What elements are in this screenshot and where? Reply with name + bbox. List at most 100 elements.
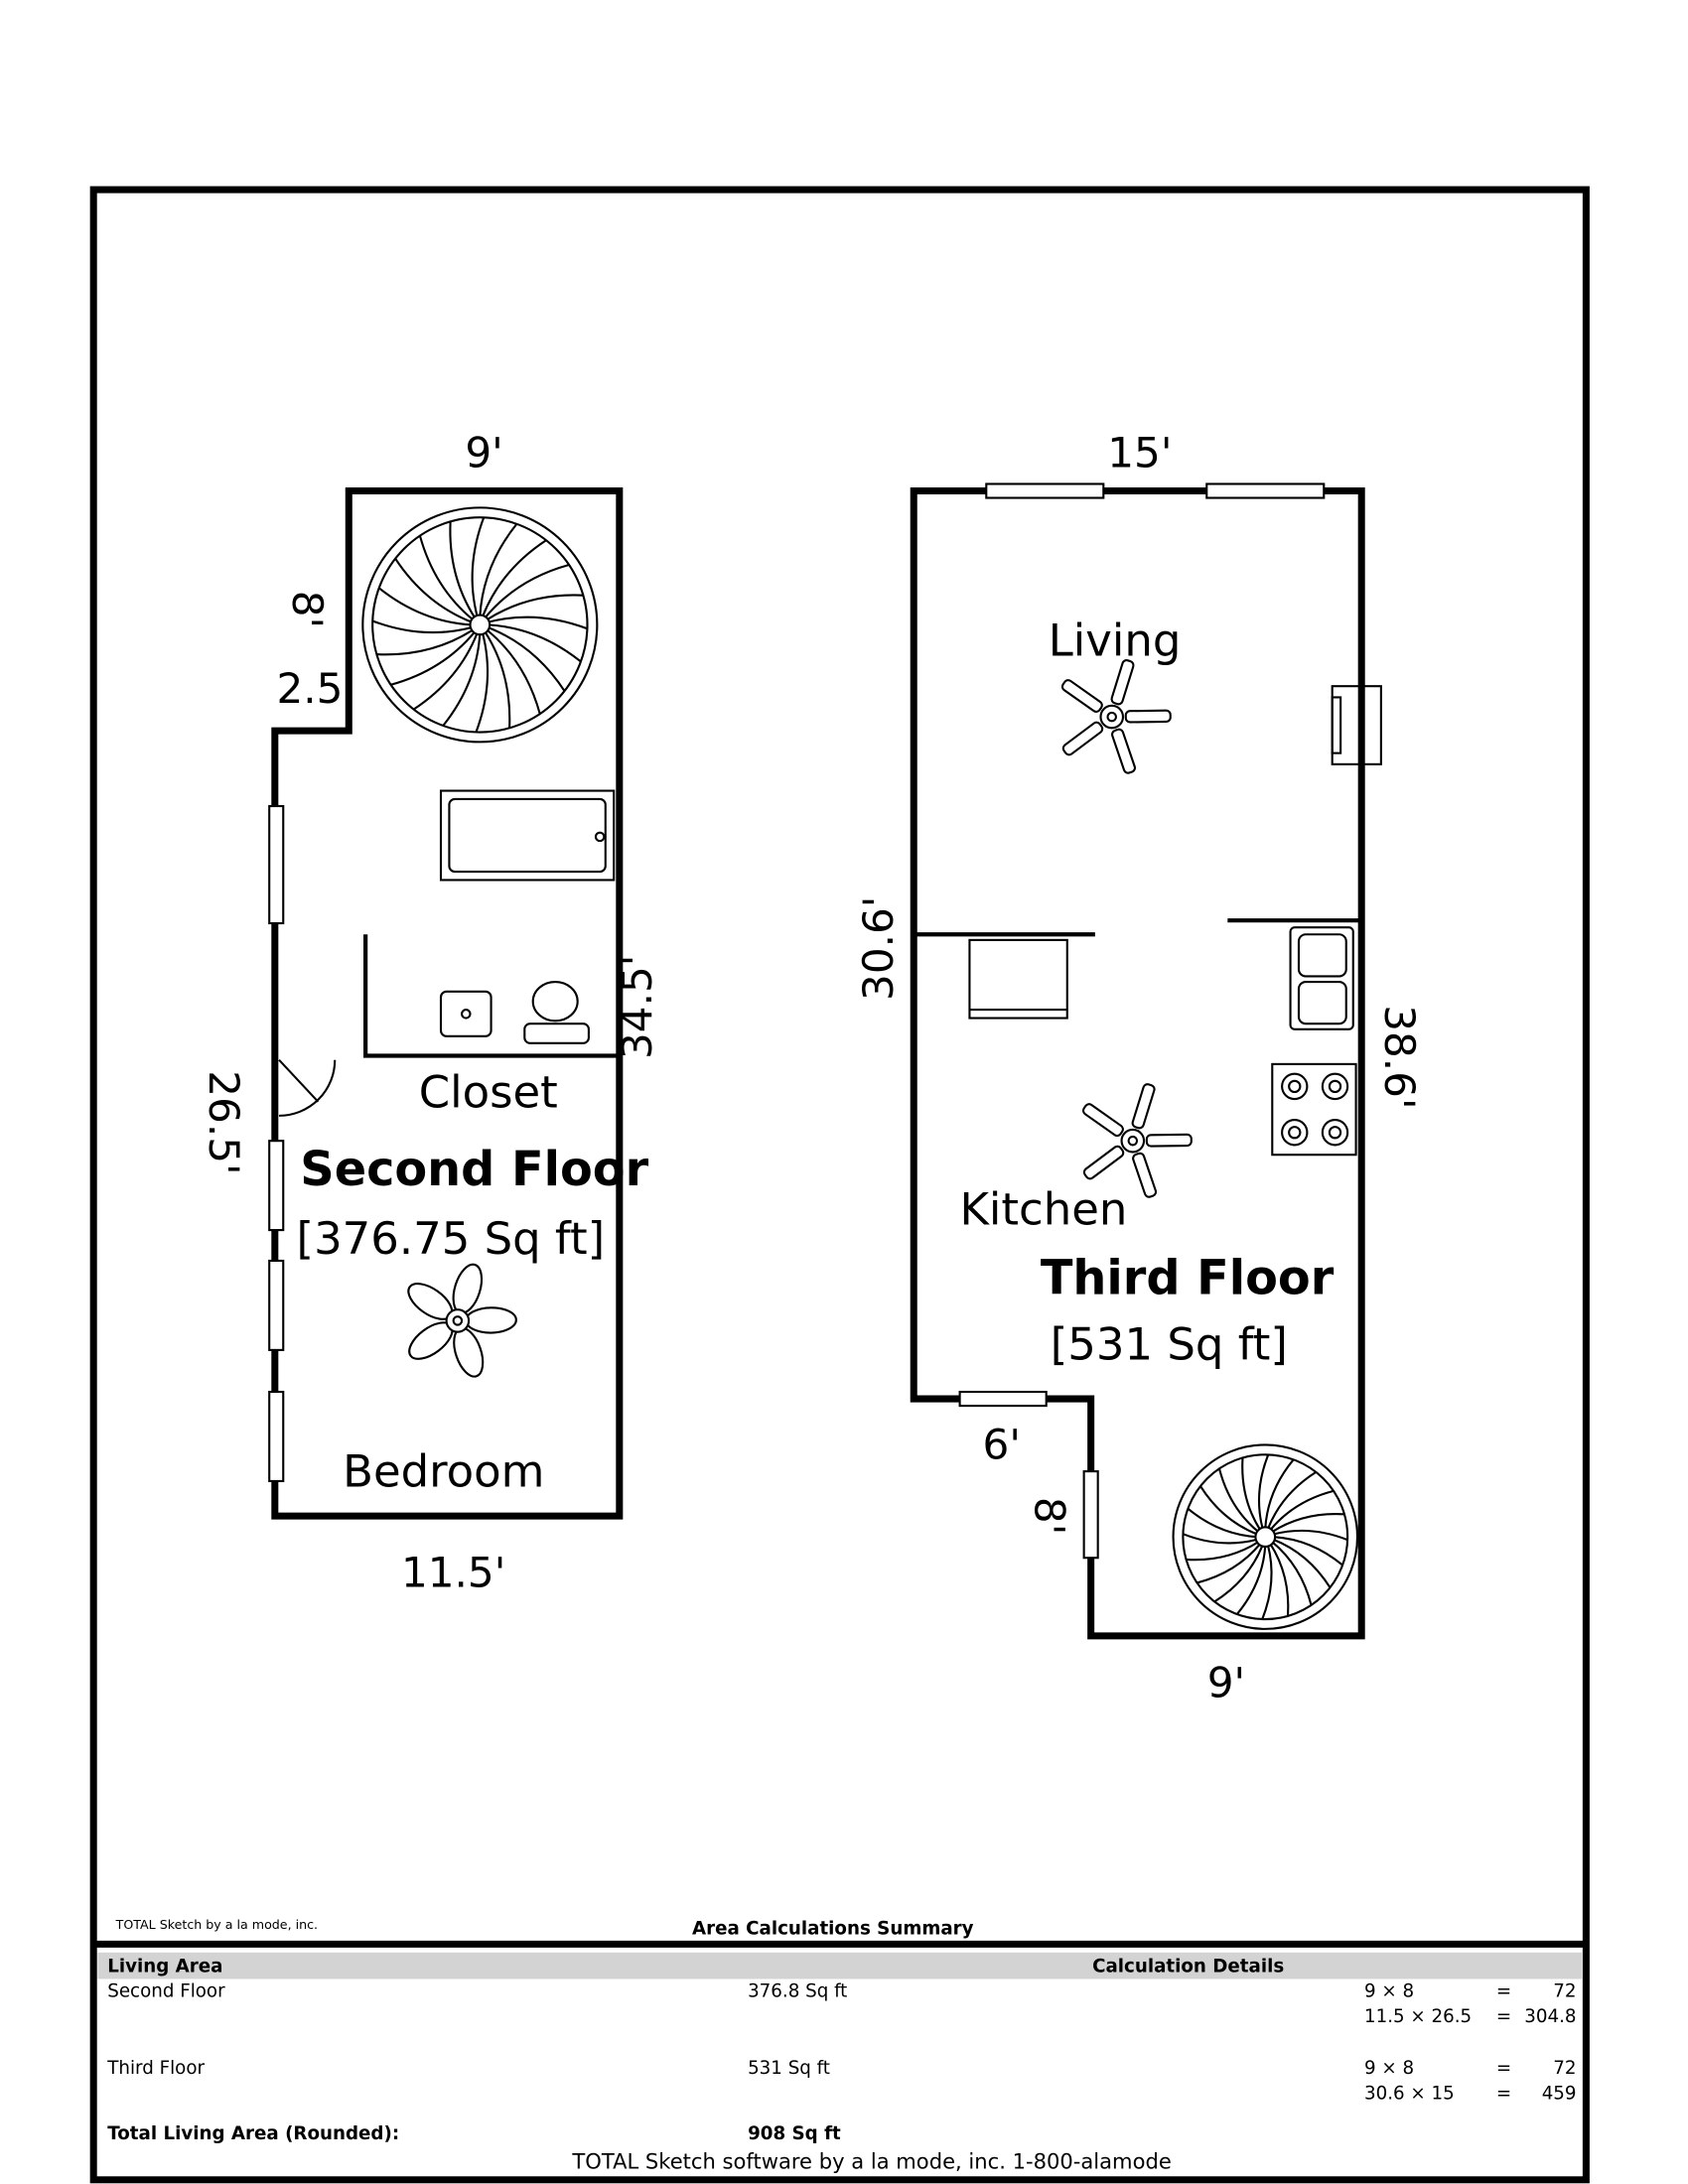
stair-tread bbox=[378, 587, 472, 626]
stair-tread bbox=[479, 523, 518, 617]
row-name: Second Floor bbox=[107, 1981, 225, 2002]
stair-tread bbox=[486, 628, 541, 715]
stair-post bbox=[1254, 1526, 1277, 1549]
fan-center bbox=[1106, 711, 1117, 723]
stair-tread bbox=[1187, 1507, 1257, 1539]
dim-right: 34.5' bbox=[613, 955, 661, 1059]
dim-top: 9' bbox=[465, 429, 502, 478]
calc-expr: 11.5 × 26.5 bbox=[1364, 2006, 1472, 2027]
stair-outline bbox=[1172, 1443, 1359, 1630]
toilet-icon bbox=[523, 980, 590, 1044]
row-name: Third Floor bbox=[106, 2058, 205, 2079]
fan-blade bbox=[465, 1306, 517, 1334]
stair-tread bbox=[1271, 1513, 1345, 1534]
stair-tread bbox=[413, 632, 479, 711]
window bbox=[268, 1390, 285, 1483]
page-frame bbox=[89, 186, 1590, 2184]
stair-tread bbox=[484, 563, 570, 619]
calc-expr: 9 × 8 bbox=[1364, 2058, 1414, 2079]
second-floor-plan: 9' 8' 2.5 34.5' 26.5' Closet Second Floo… bbox=[200, 429, 661, 1597]
stair-tread bbox=[475, 632, 490, 733]
window bbox=[985, 482, 1105, 499]
stair-tread bbox=[1273, 1529, 1348, 1542]
dim-left: 30.6' bbox=[854, 896, 903, 1001]
window bbox=[268, 1259, 285, 1351]
stair-tread bbox=[1264, 1458, 1295, 1529]
third-floor-outline bbox=[910, 486, 1365, 1640]
stair-tread bbox=[1269, 1543, 1290, 1616]
fan-blade bbox=[1131, 1083, 1156, 1130]
window bbox=[268, 1140, 285, 1232]
calc-eq: = bbox=[1496, 2058, 1511, 2079]
stair-tread bbox=[1199, 1485, 1258, 1536]
stair-tread bbox=[1271, 1541, 1313, 1606]
calc-value: 304.8 bbox=[1524, 2006, 1576, 2027]
ceiling-fan-icon bbox=[1060, 659, 1172, 774]
dim-step: 6' bbox=[983, 1420, 1021, 1468]
stair-tread bbox=[488, 623, 582, 663]
stair-tread bbox=[394, 558, 473, 623]
closet-wall bbox=[363, 934, 620, 1058]
fireplace-icon bbox=[1331, 685, 1382, 765]
dim-step-side: 8' bbox=[1025, 1497, 1073, 1535]
dim-step: 2.5 bbox=[276, 664, 343, 713]
header-living-area: Living Area bbox=[107, 1956, 222, 1977]
door-swing-icon bbox=[278, 1058, 337, 1117]
stair-tread bbox=[487, 625, 566, 692]
fan-hub bbox=[1120, 1128, 1146, 1154]
spiral-stair-icon bbox=[361, 506, 599, 744]
stair-inner bbox=[371, 516, 589, 734]
second-floor-outline bbox=[271, 486, 624, 1520]
stair-tread bbox=[1258, 1453, 1270, 1530]
fan-blade bbox=[1061, 721, 1104, 756]
fan-hub bbox=[1099, 704, 1125, 730]
room-label-closet: Closet bbox=[419, 1065, 558, 1118]
ceiling-fan-icon bbox=[1081, 1083, 1193, 1198]
fan-blade bbox=[1082, 1145, 1125, 1180]
fan-blade bbox=[1111, 728, 1136, 774]
calc-value: 72 bbox=[1553, 1981, 1576, 2002]
calc-value: 72 bbox=[1553, 2058, 1576, 2079]
stair-post bbox=[469, 614, 492, 636]
room-label-bedroom: Bedroom bbox=[343, 1445, 544, 1498]
dim-top: 15' bbox=[1107, 429, 1172, 478]
bathtub-icon bbox=[439, 789, 616, 882]
stair-tread bbox=[449, 521, 477, 619]
calc-expr: 30.6 × 15 bbox=[1364, 2083, 1455, 2104]
stair-tread bbox=[471, 516, 486, 617]
calc-eq: = bbox=[1496, 1981, 1511, 2002]
fan-blade bbox=[1145, 1133, 1193, 1148]
calc-eq: = bbox=[1496, 2006, 1511, 2027]
header-calc-details: Calculation Details bbox=[1092, 1956, 1284, 1977]
stair-tread bbox=[418, 535, 475, 621]
dim-bottom: 9' bbox=[1207, 1659, 1245, 1707]
third-floor-plan: 15' Living 30.6' 38.6' Kitchen Third Flo… bbox=[854, 429, 1424, 1707]
window bbox=[1205, 482, 1326, 499]
dim-step-side: 8' bbox=[283, 591, 332, 628]
total-value: 908 Sq ft bbox=[748, 2123, 841, 2144]
stove-icon bbox=[1271, 1062, 1357, 1157]
dim-right: 38.6' bbox=[1375, 1005, 1424, 1109]
fan-blade bbox=[1081, 1103, 1124, 1138]
calc-eq: = bbox=[1496, 2083, 1511, 2104]
stair-outline bbox=[361, 506, 599, 744]
spiral-stair-icon bbox=[1172, 1443, 1359, 1630]
room-label-kitchen: Kitchen bbox=[959, 1182, 1127, 1235]
window bbox=[1082, 1470, 1099, 1560]
ceiling-fan-icon bbox=[407, 1263, 517, 1378]
stair-tread bbox=[1186, 1541, 1260, 1562]
stair-tread bbox=[1266, 1470, 1317, 1530]
stair-tread bbox=[1213, 1544, 1264, 1603]
stair-tread bbox=[1236, 1545, 1267, 1615]
fan-center bbox=[452, 1315, 464, 1326]
stair-tread bbox=[376, 628, 475, 656]
floor-title: Third Floor bbox=[1041, 1252, 1335, 1306]
dim-left: 26.5' bbox=[200, 1070, 248, 1174]
stair-tread bbox=[1183, 1533, 1258, 1545]
footer-credit: TOTAL Sketch software by a la mode, inc.… bbox=[571, 2149, 1171, 2174]
row-area: 531 Sq ft bbox=[748, 2058, 830, 2079]
stair-tread bbox=[390, 630, 477, 686]
stair-tread bbox=[1217, 1468, 1260, 1534]
dim-bottom: 11.5' bbox=[401, 1549, 505, 1597]
calc-value: 459 bbox=[1542, 2083, 1577, 2104]
